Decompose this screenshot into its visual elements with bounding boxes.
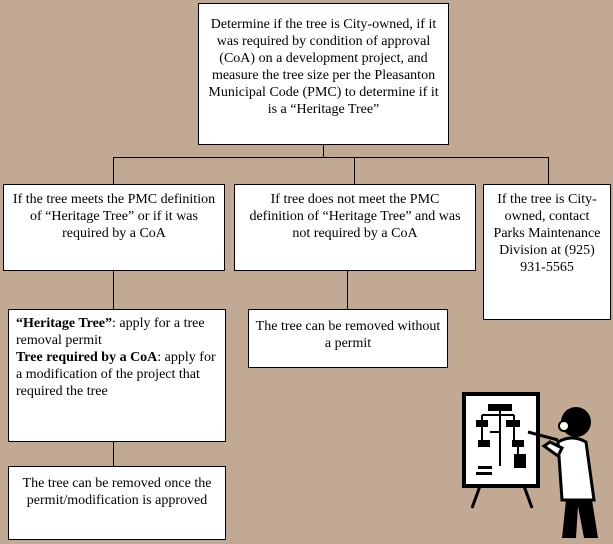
coa-tree-instruction: : apply for a modification of the projec… <box>16 350 216 399</box>
box-meets-heritage-definition: If the tree meets the PMC definition of … <box>3 184 225 271</box>
box-remove-without-permit-text: The tree can be removed without a permit <box>255 319 441 351</box>
box-determine-tree-status: Determine if the tree is City-owned, if … <box>198 3 449 145</box>
box-city-owned-text: If the tree is City-owned, contact Parks… <box>493 192 601 275</box>
heritage-tree-instruction: : apply for a tree removal permit <box>16 316 205 348</box>
box-meets-heritage-definition-text: If the tree meets the PMC definition of … <box>12 192 216 241</box>
box-remove-without-permit: The tree can be removed without a permit <box>248 309 448 368</box>
box-remove-after-approval-text: The tree can be removed once the permit/… <box>22 476 212 508</box>
box-remove-after-approval: The tree can be removed once the permit/… <box>8 466 226 540</box>
box-determine-tree-status-text: Determine if the tree is City-owned, if … <box>208 17 439 117</box>
box-not-heritage: If tree does not meet the PMC definition… <box>234 184 476 271</box>
presenter-with-flowchart-icon <box>462 392 598 538</box>
box-apply-permit: “Heritage Tree”: apply for a tree remova… <box>8 309 226 442</box>
coa-tree-label: Tree required by a CoA <box>16 350 158 365</box>
heritage-tree-label: “Heritage Tree” <box>16 316 113 331</box>
box-city-owned: If the tree is City-owned, contact Parks… <box>483 184 611 320</box>
box-not-heritage-text: If tree does not meet the PMC definition… <box>249 192 461 241</box>
